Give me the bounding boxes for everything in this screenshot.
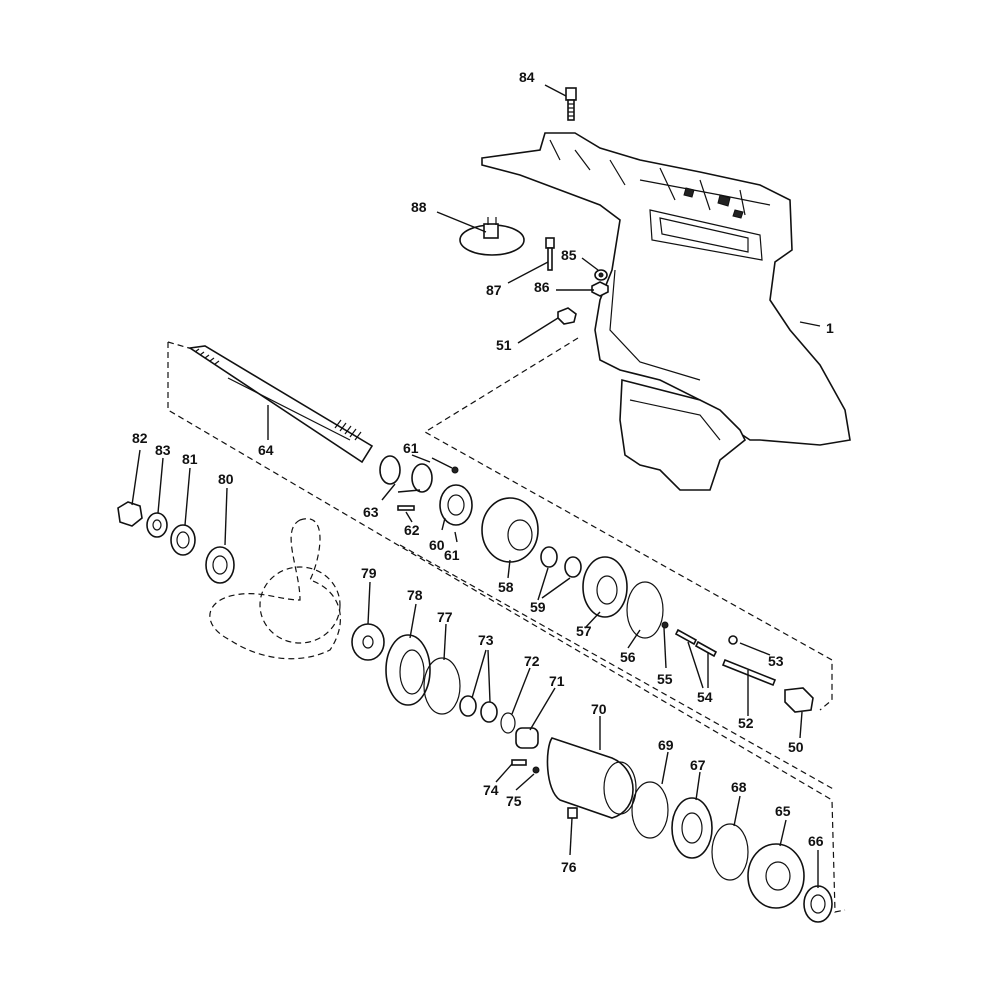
label-62: 62 [404,522,420,538]
label-84: 84 [519,69,535,85]
label-67: 67 [690,757,706,773]
propeller-outline [209,518,341,660]
label-74: 74 [483,782,499,798]
lower-row-parts [351,623,833,923]
label-61-top: 61 [403,440,419,456]
label-56: 56 [620,649,636,665]
label-85: 85 [561,247,577,263]
label-75: 75 [506,793,522,809]
part-labels: 84 88 85 87 86 51 1 64 82 83 81 80 61 63… [132,69,834,875]
label-70: 70 [591,701,607,717]
label-51: 51 [496,337,512,353]
label-53: 53 [768,653,784,669]
label-1: 1 [826,320,834,336]
label-52: 52 [738,715,754,731]
label-50: 50 [788,739,804,755]
bolt-84 [565,87,577,121]
label-66: 66 [808,833,824,849]
prop-nut-hardware [117,501,235,584]
label-69: 69 [658,737,674,753]
label-78: 78 [407,587,423,603]
label-64: 64 [258,442,274,458]
label-59: 59 [530,599,546,615]
label-65: 65 [775,803,791,819]
label-76: 76 [561,859,577,875]
label-57: 57 [576,623,592,639]
anode-plate-88 [459,217,525,256]
label-71: 71 [549,673,565,689]
label-82: 82 [132,430,148,446]
label-58: 58 [498,579,514,595]
label-86: 86 [534,279,550,295]
upper-row-parts [379,455,814,713]
label-83: 83 [155,442,171,458]
label-54: 54 [697,689,713,705]
label-81: 81 [182,451,198,467]
leader-lines [131,84,821,888]
label-68: 68 [731,779,747,795]
label-72: 72 [524,653,540,669]
label-79: 79 [361,565,377,581]
label-73: 73 [478,632,494,648]
label-87: 87 [486,282,502,298]
label-63: 63 [363,504,379,520]
label-80: 80 [218,471,234,487]
label-88: 88 [411,199,427,215]
label-60: 60 [429,537,445,553]
label-55: 55 [657,671,673,687]
label-61-bottom: 61 [444,547,460,563]
label-77: 77 [437,609,453,625]
gear-housing [481,132,851,491]
propeller-shaft-64 [187,345,374,464]
